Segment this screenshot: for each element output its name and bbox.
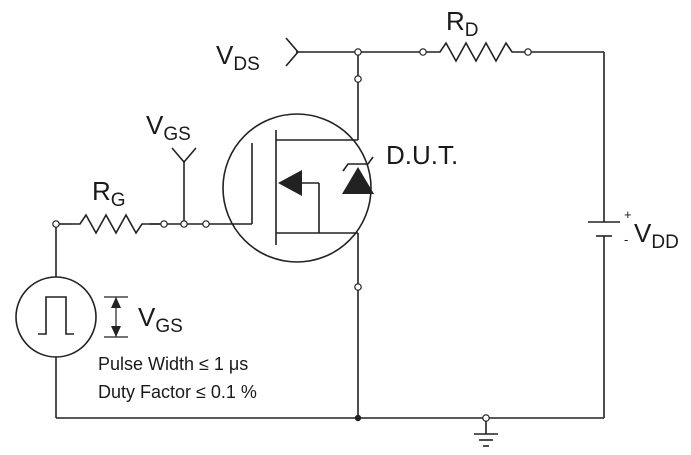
duty-factor-note: Duty Factor ≤ 0.1 % <box>98 382 257 402</box>
ground-node <box>482 414 490 422</box>
vds-terminal-icon <box>285 37 300 67</box>
vgs-probe-label: VGS <box>146 110 191 145</box>
vdd-minus-sign: - <box>624 232 628 247</box>
body-diode-icon <box>342 156 374 194</box>
rd-label: RD <box>446 6 479 41</box>
source-test-node <box>354 283 362 291</box>
drain-node <box>354 48 362 56</box>
vdd-plus-sign: + <box>624 207 632 222</box>
pulse-generator-icon <box>15 276 97 358</box>
vdd-label: VDD <box>634 218 679 253</box>
vgs-probe-terminal-icon <box>171 147 197 164</box>
pulse-width-note: Pulse Width ≤ 1 μs <box>98 354 248 374</box>
vds-label: VDS <box>216 40 260 75</box>
dut-label: D.U.T. <box>386 140 458 170</box>
rg-label: RG <box>92 176 126 211</box>
vgs-amplitude-arrow-icon <box>104 296 128 338</box>
ground-icon <box>474 433 498 447</box>
source-ground-junction <box>354 414 362 422</box>
battery-icon <box>588 221 620 237</box>
resistor-rg <box>52 213 210 235</box>
mosfet-icon <box>222 113 372 263</box>
drain-test-node <box>354 75 362 83</box>
resistor-rd <box>419 41 532 63</box>
vgs-pulse-label: VGS <box>138 302 183 337</box>
circuit-wires <box>55 51 605 434</box>
